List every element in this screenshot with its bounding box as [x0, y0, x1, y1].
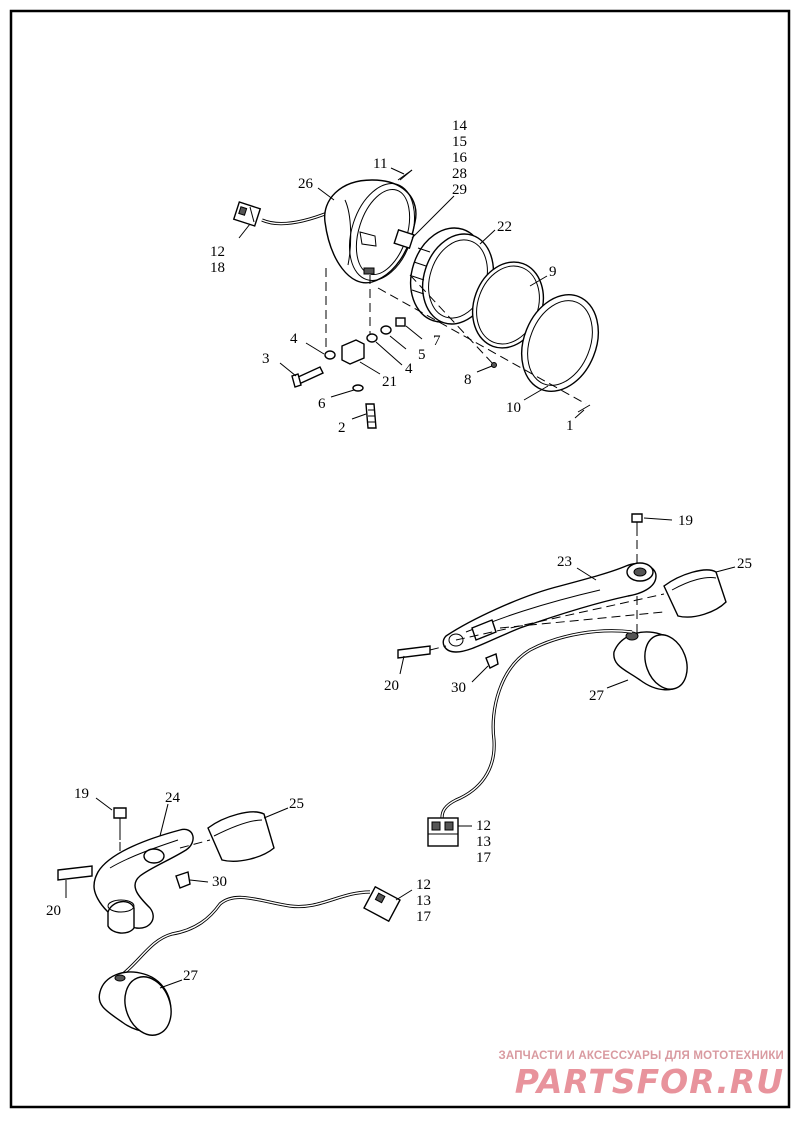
callout-19-left: 19 — [74, 786, 89, 802]
turn-signal-connector-left — [363, 885, 401, 923]
callout-9: 9 — [549, 264, 557, 280]
callout-23: 23 — [557, 554, 572, 570]
callout-17-right: 17 — [476, 850, 492, 866]
callout-5: 5 — [418, 347, 426, 363]
callout-12-headlamp: 12 — [210, 244, 225, 260]
turn-signal-cover-right — [663, 569, 727, 618]
callout-20-right: 20 — [384, 678, 399, 694]
mounting-bolt — [291, 366, 324, 388]
callout-21: 21 — [382, 374, 397, 390]
headlamp-assembly — [232, 169, 599, 429]
callout-27-right: 27 — [589, 688, 605, 704]
callout-18: 18 — [210, 260, 225, 276]
callout-8: 8 — [464, 372, 472, 388]
callout-4-right: 4 — [405, 361, 413, 377]
callout-26: 26 — [298, 176, 314, 192]
left-turn-signal-assembly — [57, 807, 401, 1036]
callout-25-left: 25 — [289, 796, 304, 812]
callout-13-left: 13 — [416, 893, 431, 909]
callout-16: 16 — [452, 150, 468, 166]
callout-1: 1 — [566, 418, 574, 434]
headlamp-housing — [324, 169, 417, 284]
watermark: ЗАПЧАСТИ И АКСЕССУАРЫ ДЛЯ МОТОТЕХНИКИ PA… — [488, 1050, 784, 1101]
callout-12-left: 12 — [416, 877, 431, 893]
callout-20-left: 20 — [46, 903, 61, 919]
callout-6: 6 — [318, 396, 326, 412]
turn-signal-bracket-right — [442, 562, 657, 653]
callout-22: 22 — [497, 219, 512, 235]
turn-signal-lamp-right — [613, 631, 688, 691]
callout-7: 7 — [433, 333, 441, 349]
callout-13-right: 13 — [476, 834, 491, 850]
callout-30-right: 30 — [451, 680, 466, 696]
callout-17-left: 17 — [416, 909, 432, 925]
callout-29: 29 — [452, 182, 467, 198]
turn-signal-lamp-left — [98, 971, 172, 1036]
watermark-brand-logo: PARTSFOR.RU — [514, 1062, 784, 1101]
callout-27-left: 27 — [183, 968, 199, 984]
watermark-tagline: ЗАПЧАСТИ И АКСЕССУАРЫ ДЛЯ МОТОТЕХНИКИ — [498, 1050, 784, 1062]
callout-19-right: 19 — [678, 513, 693, 529]
callout-11: 11 — [373, 156, 387, 172]
callout-3: 3 — [262, 351, 270, 367]
callout-14: 14 — [452, 118, 468, 134]
callout-28: 28 — [452, 166, 467, 182]
turn-signal-connector-right — [427, 817, 459, 847]
callout-25-right: 25 — [737, 556, 752, 572]
right-turn-signal-assembly — [397, 513, 727, 847]
callout-10: 10 — [506, 400, 521, 416]
diagram-border — [9, 9, 791, 1109]
turn-signal-bracket-left — [93, 828, 194, 934]
callout-15: 15 — [452, 134, 467, 150]
leader-lines — [65, 167, 736, 989]
callout-24: 24 — [165, 790, 181, 806]
turn-signal-cover-left — [207, 811, 275, 862]
headlamp-connector — [232, 201, 262, 227]
callout-labels: 14 15 16 28 29 11 26 22 9 12 18 4 3 21 4… — [46, 118, 752, 984]
callout-12-right: 12 — [476, 818, 491, 834]
callout-4-left: 4 — [290, 331, 298, 347]
callout-30-left: 30 — [212, 874, 227, 890]
headlamp-lamp — [409, 227, 495, 325]
callout-2: 2 — [338, 420, 346, 436]
